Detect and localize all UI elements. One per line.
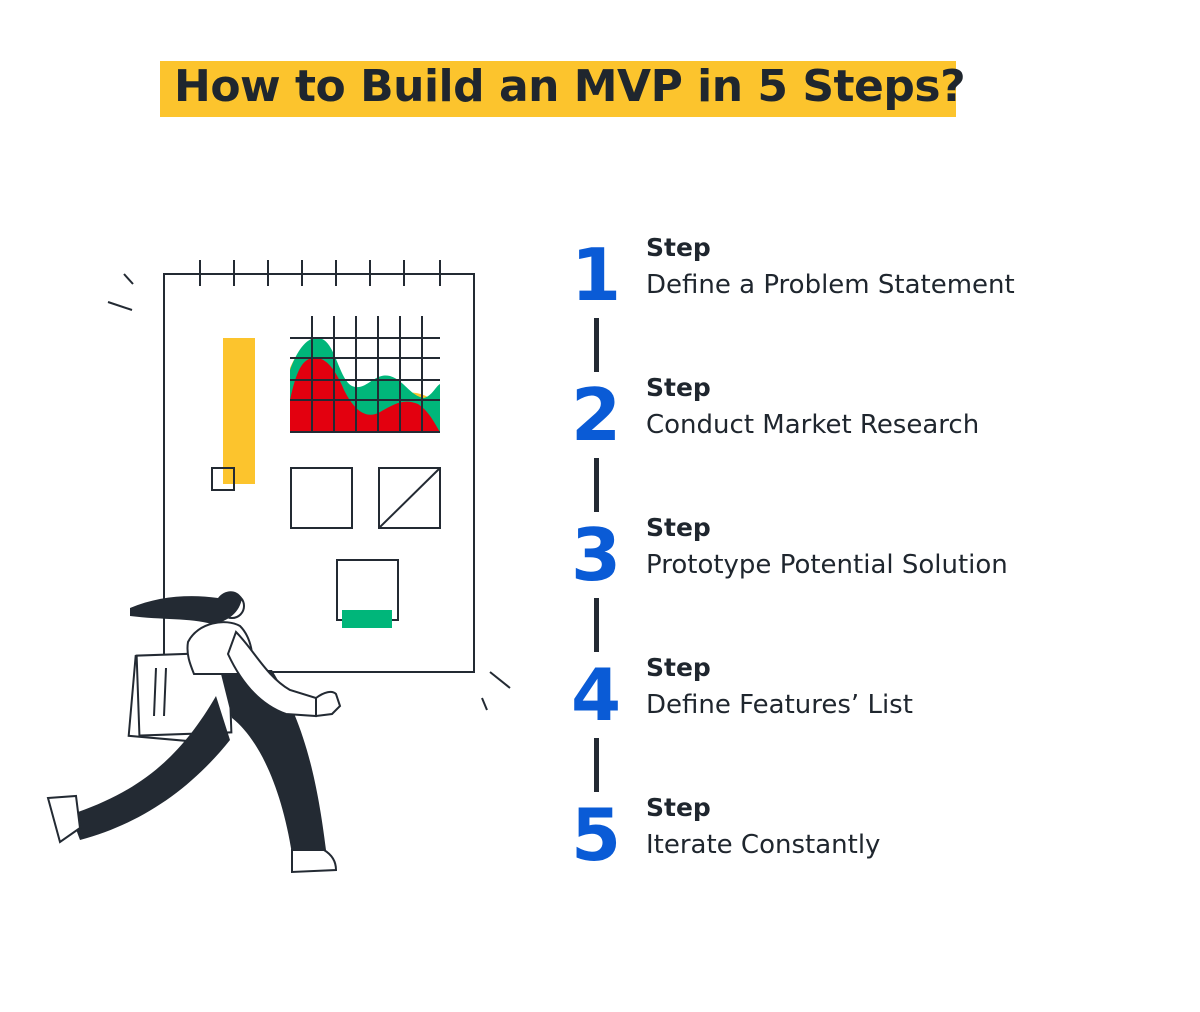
step-label: Step bbox=[646, 793, 711, 822]
step-label: Step bbox=[646, 653, 711, 682]
step-label: Step bbox=[646, 513, 711, 542]
step-number: 3 bbox=[560, 512, 632, 598]
step-description: Define Features’ List bbox=[646, 690, 913, 720]
square-with-green-bar bbox=[336, 559, 399, 628]
step-number: 5 bbox=[560, 792, 632, 878]
step-item-3: 3 Step Prototype Potential Solution bbox=[560, 512, 1180, 612]
step-label: Step bbox=[646, 373, 711, 402]
step-description: Iterate Constantly bbox=[646, 830, 881, 860]
step-description: Conduct Market Research bbox=[646, 410, 980, 440]
step-number: 2 bbox=[560, 372, 632, 458]
square-box bbox=[290, 467, 353, 529]
step-label: Step bbox=[646, 233, 711, 262]
step-item-5: 5 Step Iterate Constantly bbox=[560, 792, 1180, 892]
crossed-square-box bbox=[378, 467, 441, 529]
page-header: How to Build an MVP in 5 Steps? bbox=[0, 52, 1200, 122]
motion-lines-bottom bbox=[481, 671, 511, 711]
motion-lines-top bbox=[107, 273, 134, 311]
step-number: 4 bbox=[560, 652, 632, 738]
step-item-1: 1 Step Define a Problem Statement bbox=[560, 232, 1180, 332]
woman-carrying-board-illustration bbox=[46, 260, 511, 874]
title-highlight bbox=[160, 61, 956, 117]
step-item-2: 2 Step Conduct Market Research bbox=[560, 372, 1180, 472]
page-title: How to Build an MVP in 5 Steps? bbox=[174, 61, 966, 112]
step-number: 1 bbox=[560, 232, 632, 318]
small-square bbox=[211, 467, 235, 491]
yellow-bar bbox=[223, 338, 255, 484]
step-description: Define a Problem Statement bbox=[646, 270, 1015, 300]
step-description: Prototype Potential Solution bbox=[646, 550, 1008, 580]
woman-figure bbox=[46, 591, 342, 874]
step-item-4: 4 Step Define Features’ List bbox=[560, 652, 1180, 752]
area-chart-drawing bbox=[290, 316, 440, 433]
